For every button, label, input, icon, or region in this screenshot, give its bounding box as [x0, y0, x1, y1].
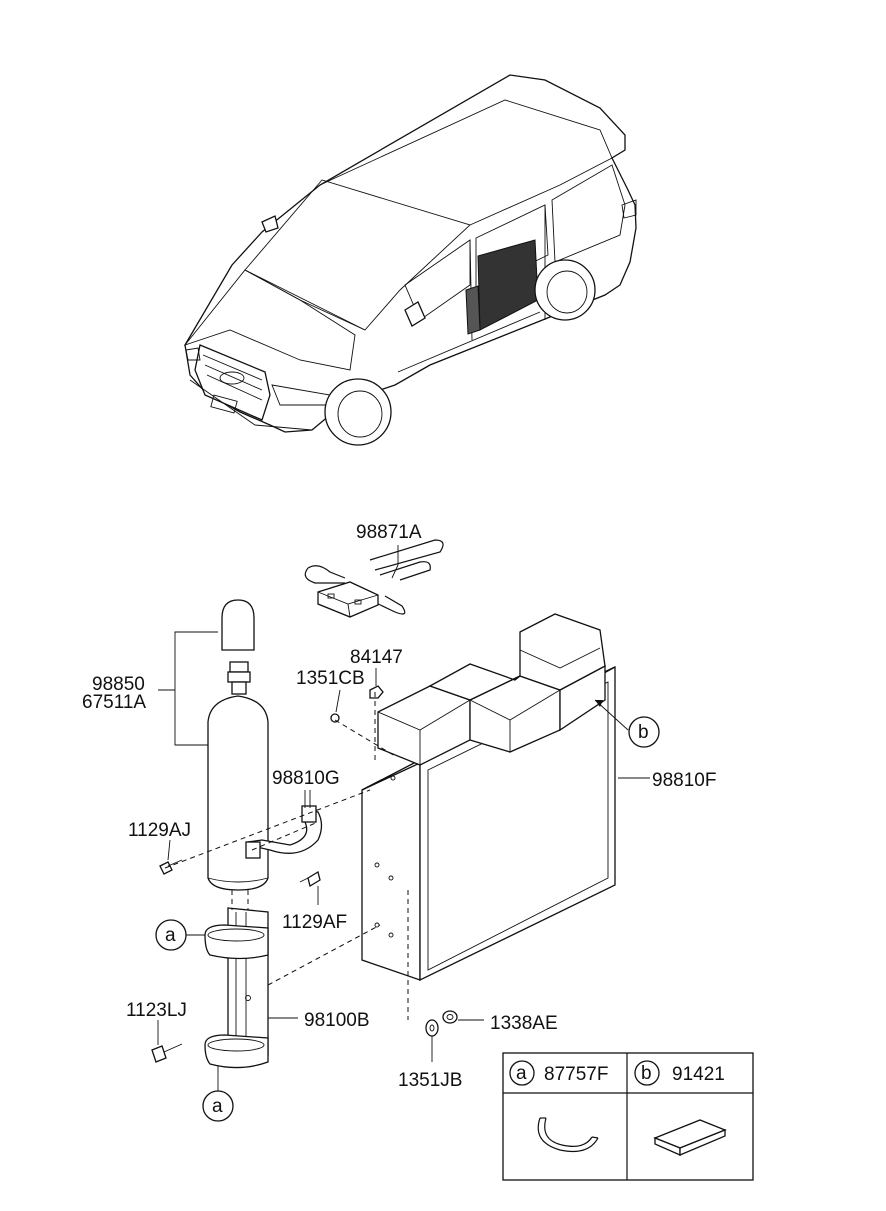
first-aid-box — [361, 613, 616, 982]
callout-98810F: 98810F — [652, 770, 716, 791]
assembly-lines — [164, 692, 409, 1020]
legend-a-part: 87757F — [544, 1064, 608, 1085]
ref-b-label: b — [638, 722, 649, 743]
callout-1129AF: 1129AF — [282, 912, 347, 933]
legend-b-circle — [634, 1060, 660, 1086]
legend-table: a 87757F b 91421 — [502, 1052, 754, 1181]
mounting-bracket — [204, 907, 269, 1069]
callout-1351JB: 1351JB — [398, 1070, 462, 1091]
legend-a-circle — [509, 1060, 535, 1086]
legend-b-part: 91421 — [672, 1064, 725, 1085]
pad-icon — [653, 1119, 727, 1156]
strap-bracket — [245, 805, 323, 859]
ref-a-top-label: a — [165, 925, 176, 946]
callout-98850: 98850 — [92, 674, 145, 695]
callout-1123LJ: 1123LJ — [126, 1000, 187, 1021]
callout-98871A: 98871A — [356, 522, 422, 543]
clip-icon — [537, 1117, 599, 1153]
warning-triangle-kit — [304, 539, 444, 618]
ref-circle-b — [628, 716, 660, 748]
callout-98100B: 98100B — [304, 1010, 370, 1031]
legend-b-key: b — [641, 1063, 652, 1084]
leader-lines — [157, 545, 650, 1094]
legend-a-key: a — [516, 1063, 527, 1084]
callout-84147: 84147 — [350, 647, 403, 668]
callout-1351CB: 1351CB — [296, 668, 365, 689]
callout-67511A: 67511A — [82, 692, 146, 713]
callout-98810G: 98810G — [272, 768, 340, 789]
ref-circle-a-bottom — [202, 1090, 234, 1122]
ref-a-bottom-label: a — [212, 1096, 223, 1117]
ref-circle-a-top — [155, 919, 187, 951]
van-illustration — [183, 74, 637, 446]
callout-1129AJ: 1129AJ — [128, 820, 191, 841]
callout-1338AE: 1338AE — [490, 1013, 558, 1034]
